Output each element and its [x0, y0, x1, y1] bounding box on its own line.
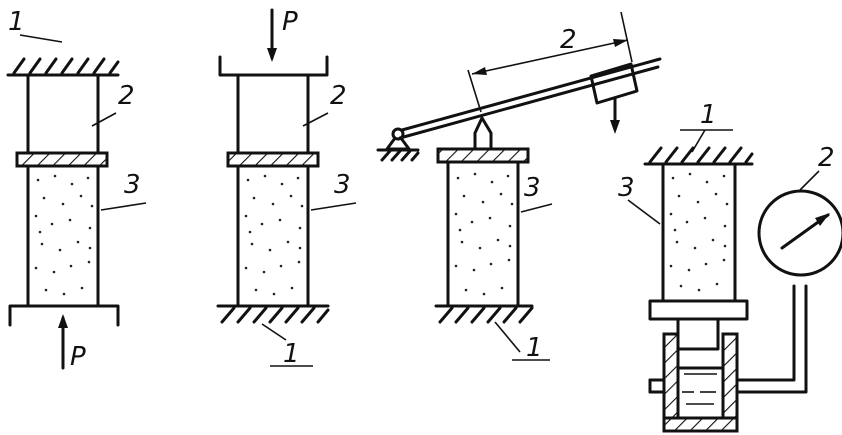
scheme-c: 2 3 1: [376, 11, 662, 363]
scheme-d-leader-1b: [691, 129, 706, 153]
scheme-b-force-arrow: [267, 8, 277, 62]
scheme-d-gauge-dial: [757, 189, 842, 277]
scheme-d-label-1: 1: [700, 100, 717, 130]
scheme-c-bottom-support: [434, 304, 534, 324]
scheme-b-label-2: 2: [330, 81, 347, 111]
scheme-a-bottom-platen: [8, 304, 120, 327]
scheme-c-plate: [436, 147, 530, 164]
scheme-a-force-arrow: [58, 314, 68, 370]
scheme-a-label-1: 1: [8, 7, 25, 37]
scheme-a-specimen: [26, 164, 100, 308]
scheme-b-leader-1a: [261, 323, 287, 341]
scheme-c-lever-upper: [400, 57, 662, 132]
scheme-a-leader-3: [100, 202, 147, 211]
scheme-d-leader-2: [799, 170, 820, 191]
scheme-a-leader-1: [19, 34, 63, 43]
scheme-c-leader-1a: [494, 321, 521, 353]
scheme-a: P 1 2 3: [6, 7, 147, 372]
scheme-b-spacer: [236, 73, 310, 155]
scheme-a-spacer: [26, 73, 100, 155]
scheme-a-plate: [15, 151, 109, 168]
scheme-b-label-1: 1: [283, 339, 300, 369]
scheme-c-lever-lower: [398, 65, 660, 140]
scheme-a-leader-2: [91, 112, 117, 127]
scheme-b-top-platen: [218, 55, 329, 77]
scheme-c-pivot-support: [376, 127, 420, 162]
scheme-d-label-2: 2: [818, 143, 835, 173]
scheme-b: P 2 3 1: [216, 7, 357, 369]
scheme-b-leader-3: [310, 202, 357, 211]
scheme-b-plate: [226, 151, 320, 168]
scheme-b-force-label: P: [282, 7, 298, 37]
scheme-a-top-support: [6, 57, 120, 77]
scheme-c-label-1: 1: [526, 333, 543, 363]
scheme-c-weight-arrow: [610, 96, 620, 134]
scheme-a-specimen-dots: [34, 174, 94, 296]
scheme-c-specimen: [446, 160, 520, 308]
scheme-b-specimen-dots: [244, 174, 304, 296]
scheme-b-specimen: [236, 164, 310, 308]
scheme-d-label-3: 3: [618, 173, 635, 203]
scheme-d-specimen: [661, 162, 737, 303]
scheme-d-specimen-dots: [669, 172, 729, 292]
scheme-d-top-support: [643, 146, 754, 166]
scheme-c-specimen-dots: [454, 172, 514, 296]
scheme-a-label-2: 2: [118, 81, 135, 111]
scheme-b-bottom-support: [216, 304, 330, 324]
scheme-d: 1 3: [618, 100, 842, 433]
scheme-b-label-3: 3: [334, 170, 351, 200]
scheme-d-cylinder: [662, 332, 739, 433]
scheme-d-pipe: [648, 284, 808, 394]
scheme-c-label-3: 3: [524, 173, 541, 203]
scheme-b-leader-2: [302, 112, 329, 127]
scheme-a-force-label: P: [70, 342, 86, 372]
scheme-d-leader-3: [627, 199, 661, 225]
scheme-d-piston-plate: [648, 299, 749, 321]
scheme-c-dimension-2: [467, 11, 633, 113]
scheme-d-piston-rod: [676, 317, 720, 351]
scheme-c-counterweight: [589, 62, 639, 105]
scheme-c-leader-3: [520, 203, 553, 213]
scheme-c-label-2: 2: [560, 25, 577, 55]
scheme-c-knife-edge: [473, 116, 493, 151]
scheme-a-label-3: 3: [124, 170, 141, 200]
scheme-d-pressure-gauge: [757, 189, 842, 277]
